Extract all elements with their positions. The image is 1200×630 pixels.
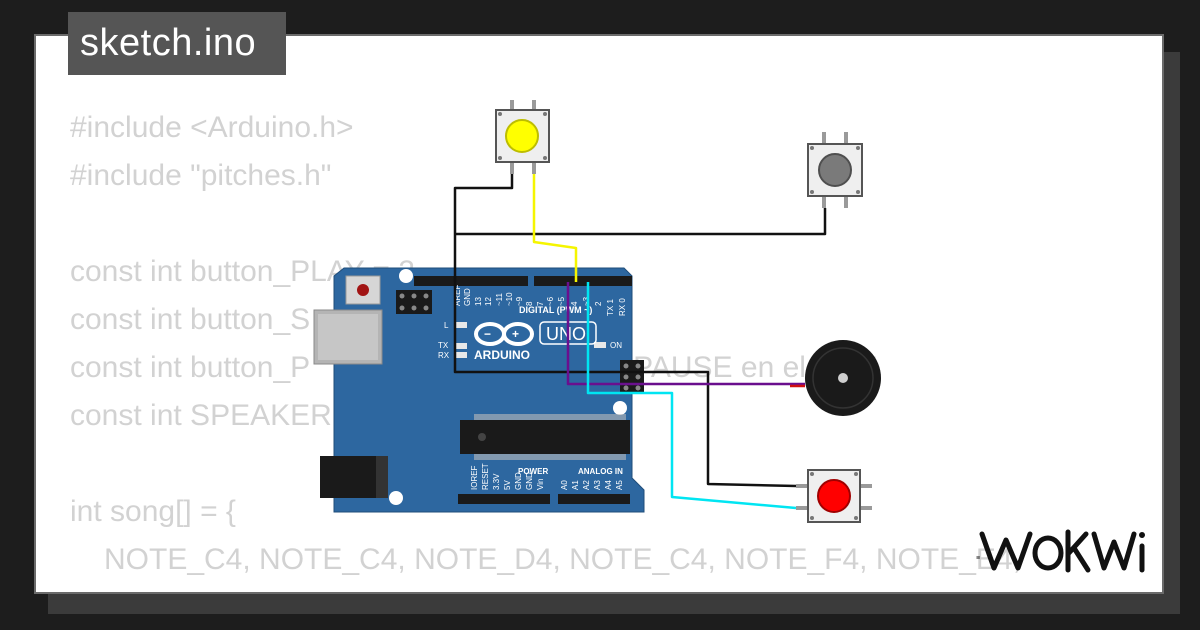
svg-text:~9: ~9 <box>515 296 524 306</box>
svg-text:7: 7 <box>536 301 545 306</box>
code-line: const int button_S <box>70 303 311 336</box>
svg-text:ON: ON <box>610 341 622 350</box>
code-line: const int SPEAKER <box>70 399 332 432</box>
svg-text:+: + <box>512 327 519 341</box>
board-leds: L TX RX ON <box>438 321 622 360</box>
gray-button-cap <box>818 153 852 187</box>
code-line: NOTE_C4, NOTE_C4, NOTE_D4, NOTE_C4, NOTE… <box>104 543 1021 576</box>
microcontroller-chip <box>460 414 630 460</box>
speaker-wire[interactable] <box>566 282 805 386</box>
svg-text:AREF: AREF <box>453 285 462 306</box>
svg-text:2: 2 <box>594 301 603 306</box>
svg-text:~10: ~10 <box>505 292 514 306</box>
svg-text:TX 1: TX 1 <box>606 299 615 316</box>
code-line: NOTE_C4, NOTE_C4, NOTE_D4, NOTE_C4, NOTE… <box>70 584 1024 592</box>
power-jack <box>320 456 382 498</box>
svg-text:−: − <box>484 327 491 341</box>
mounting-hole <box>613 401 627 415</box>
svg-text:IOREF: IOREF <box>470 465 479 490</box>
yellow-button-wire[interactable] <box>532 174 578 282</box>
svg-text:Vin: Vin <box>536 479 545 490</box>
svg-text:GND: GND <box>463 288 472 306</box>
svg-text:~5: ~5 <box>557 296 566 306</box>
svg-text:3.3V: 3.3V <box>492 473 501 490</box>
analog-pin-labels: A0 A1 A2 A3 A4 A5 <box>560 480 624 490</box>
yellow-button-cap <box>505 119 539 153</box>
red-button[interactable] <box>796 469 872 523</box>
svg-text:A4: A4 <box>604 480 613 490</box>
svg-text:12: 12 <box>484 297 493 306</box>
svg-text:TX: TX <box>438 341 449 350</box>
digital-pin-labels: AREF GND 13 12 ~11 ~10 ~9 8 7 ~6 ~5 4 ~3… <box>453 285 627 316</box>
svg-text:GND: GND <box>525 472 534 490</box>
bottom-headers <box>458 494 630 504</box>
wokwi-logo: ≡ <box>976 529 1145 573</box>
file-name-tab[interactable]: sketch.ino <box>68 12 286 75</box>
digital-label: DIGITAL (PWM ~) <box>519 305 592 315</box>
svg-text:RX 0: RX 0 <box>618 298 627 316</box>
gnd-wire[interactable] <box>455 208 827 236</box>
icsp-header <box>396 290 432 314</box>
svg-text:A3: A3 <box>593 480 602 490</box>
svg-text:RESET: RESET <box>481 463 490 490</box>
svg-text:~11: ~11 <box>495 292 504 306</box>
svg-text:~3: ~3 <box>582 296 591 306</box>
svg-text:A1: A1 <box>571 480 580 490</box>
code-line: #include <Arduino.h> <box>70 111 354 144</box>
mounting-hole <box>399 269 413 283</box>
red-button-cap <box>817 479 851 513</box>
arduino-uno-board[interactable]: AREF GND 13 12 ~11 ~10 ~9 8 7 ~6 ~5 4 ~3… <box>313 267 645 513</box>
buzzer[interactable] <box>805 340 881 416</box>
svg-text:8: 8 <box>525 301 534 306</box>
gray-button[interactable] <box>807 132 863 208</box>
digital-header <box>414 276 632 286</box>
analog-label: ANALOG IN <box>578 467 623 476</box>
svg-text:5V: 5V <box>503 480 512 490</box>
svg-text:≡: ≡ <box>976 555 980 562</box>
svg-text:A2: A2 <box>582 480 591 490</box>
code-preview: #include <Arduino.h> #include "pitches.h"… <box>70 104 1024 592</box>
code-line: const int button_PLAY = 2 <box>70 255 415 288</box>
svg-text:A0: A0 <box>560 480 569 490</box>
reset-button-cap[interactable] <box>357 284 369 296</box>
board-model: UNO <box>546 324 586 344</box>
svg-text:GND: GND <box>514 472 523 490</box>
code-line: int song[] = { <box>70 495 236 528</box>
gnd-wire[interactable] <box>453 174 797 488</box>
code-line: #include "pitches.h" <box>70 159 332 192</box>
svg-text:L: L <box>444 321 449 330</box>
svg-text:~6: ~6 <box>546 296 555 306</box>
red-button-wire[interactable] <box>586 282 797 510</box>
power-pin-labels: IOREF RESET 3.3V 5V GND GND Vin <box>470 463 545 490</box>
arduino-logo: − + <box>474 322 534 346</box>
mounting-hole <box>389 491 403 505</box>
svg-text:4: 4 <box>570 301 579 306</box>
svg-text:RX: RX <box>438 351 450 360</box>
svg-text:13: 13 <box>474 297 483 306</box>
yellow-button[interactable] <box>495 100 550 174</box>
svg-text:A5: A5 <box>615 480 624 490</box>
power-label: POWER <box>518 467 548 476</box>
arduino-brand: ARDUINO <box>474 348 530 362</box>
icsp-header-right <box>620 360 644 394</box>
